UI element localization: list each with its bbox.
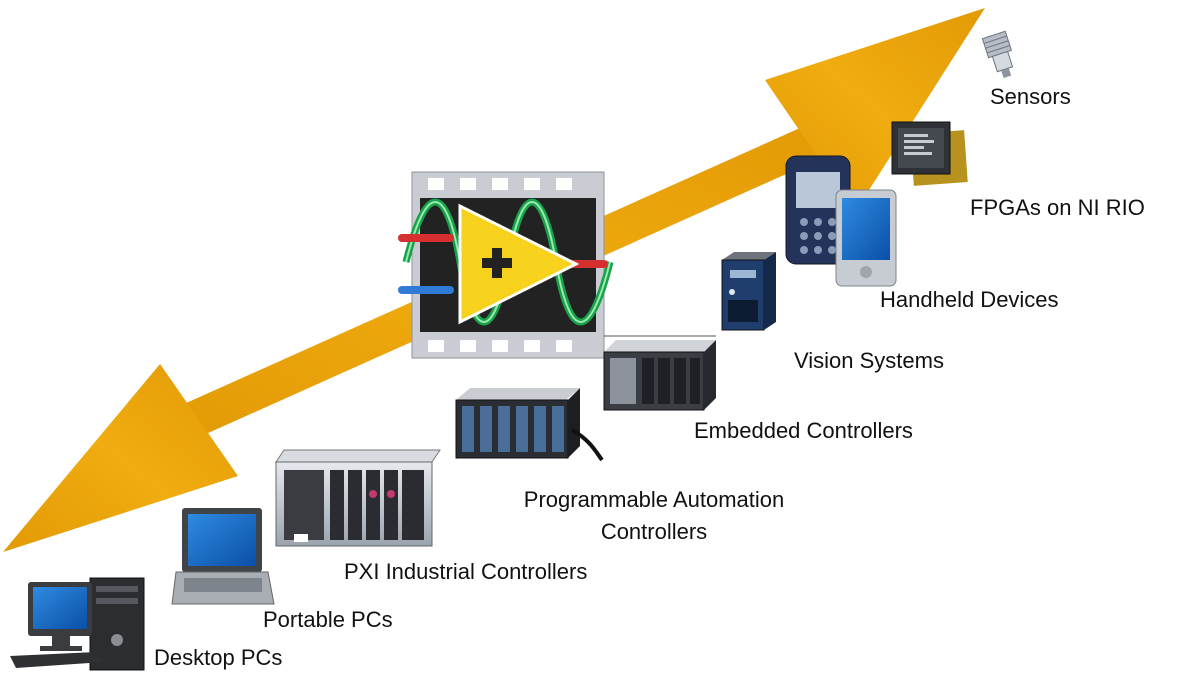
label-handheld-devices: Handheld Devices [880,287,1059,312]
label-pxi-industrial-controllers: PXI Industrial Controllers [344,559,588,584]
add-triangle [458,203,580,325]
film-perforations-top [428,178,572,190]
label-portable-pcs: Portable PCs [263,607,393,632]
label-desktop-pcs: Desktop PCs [154,645,283,670]
label-pac-line2: Controllers [600,519,708,544]
handheld-device-icon [785,155,897,287]
label-sensors: Sensors [990,84,1071,109]
embedded-controller-icon [603,340,716,411]
desktop-pc-icon [10,577,145,671]
sensor-icon [981,30,1014,79]
pac-controller-icon [455,388,604,462]
vision-system-icon [721,252,776,331]
arrow-head-upper [765,8,985,212]
labview-logo-icon [398,171,614,359]
plus-icon [482,248,512,278]
arrow-head-lower [3,364,238,552]
label-embedded-controllers: Embedded Controllers [694,418,913,443]
label-vision-systems: Vision Systems [794,348,944,373]
pxi-chassis-icon [275,449,441,547]
label-fpgas-on-ni-rio: FPGAs on NI RIO [970,195,1145,220]
fpga-chip-icon [891,121,968,186]
laptop-icon [171,508,275,605]
film-perforations-bottom [428,340,572,352]
input-wire-red [398,234,454,242]
input-wire-blue [398,286,454,294]
label-pac-line1: Programmable Automation [523,487,785,512]
